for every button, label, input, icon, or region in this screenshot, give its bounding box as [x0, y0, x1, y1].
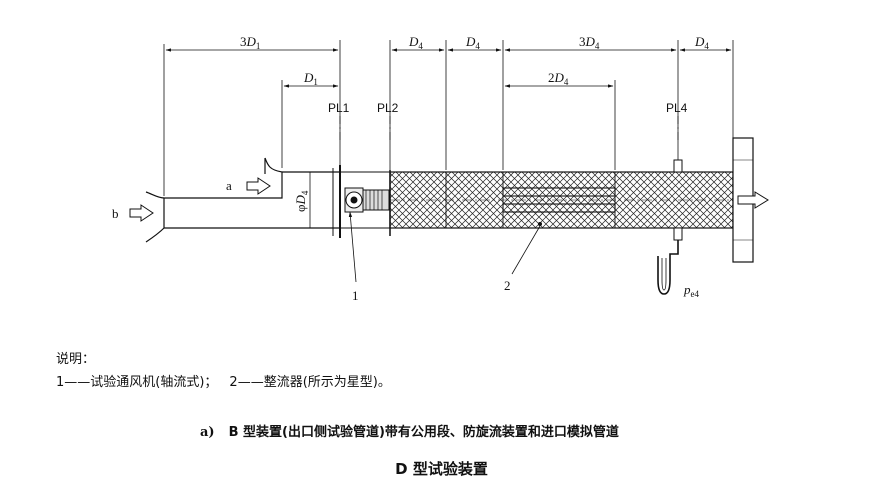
diameter-label: φD4	[293, 190, 310, 212]
inlet-simulation-duct	[145, 157, 340, 243]
dim-inner-2d: 2D4	[548, 70, 569, 87]
dimension-labels: 3D1 D1 D4 D4 3D4 D4 2D4	[240, 34, 709, 87]
flow-straightener	[502, 187, 616, 213]
callout-2: 2	[504, 222, 542, 293]
svg-text:φD4: φD4	[293, 190, 310, 212]
legend-title: 说明：	[56, 352, 96, 367]
pressure-tappings	[657, 159, 683, 295]
flow-arrow-b: b	[112, 204, 154, 222]
dim-seg-2: D4	[465, 34, 480, 51]
test-fan	[332, 165, 391, 238]
dim-lower-inlet: D1	[303, 70, 318, 87]
extension-lines	[163, 40, 734, 196]
outlet-flow-arrow	[737, 191, 769, 209]
outlet-test-duct	[389, 171, 734, 229]
caption-label: a)	[200, 425, 215, 440]
legend-item-1: 1——试验通风机(轴流式)；	[56, 375, 218, 390]
dim-upper-inlet: 3D1	[240, 34, 260, 51]
svg-text:b: b	[112, 206, 119, 221]
test-rig-diagram: 3D1 D1 D4 D4 3D4 D4 2D4 PL1 PL2 PL4 a b …	[112, 34, 769, 303]
figure-caption: a) B 型装置(出口侧试验管道)带有公用段、防旋流装置和进口模拟管道	[200, 421, 619, 440]
callout-1: 1	[348, 211, 359, 303]
dimension-lines	[165, 48, 732, 88]
legend: 1——试验通风机(轴流式)； 2——整流器(所示为星型)。	[56, 371, 391, 390]
svg-text:2: 2	[504, 278, 511, 293]
caption-text: B 型装置(出口侧试验管道)带有公用段、防旋流装置和进口模拟管道	[228, 425, 619, 440]
dim-seg-1: D4	[408, 34, 423, 51]
pressure-label: pe4	[683, 282, 699, 299]
plane-label-pl4: PL4	[666, 101, 688, 115]
dim-seg-4: D4	[694, 34, 709, 51]
svg-text:1: 1	[352, 288, 359, 303]
plane-label-pl1: PL1	[328, 101, 350, 115]
svg-text:a: a	[226, 178, 232, 193]
figure-title: D 型试验装置	[395, 460, 488, 478]
measurement-planes: PL1 PL2 PL4	[328, 101, 688, 140]
legend-item-2: 2——整流器(所示为星型)。	[229, 375, 391, 390]
plane-label-pl2: PL2	[377, 101, 399, 115]
flow-arrow-a: a	[226, 177, 271, 195]
dim-seg-3: 3D4	[579, 34, 600, 51]
